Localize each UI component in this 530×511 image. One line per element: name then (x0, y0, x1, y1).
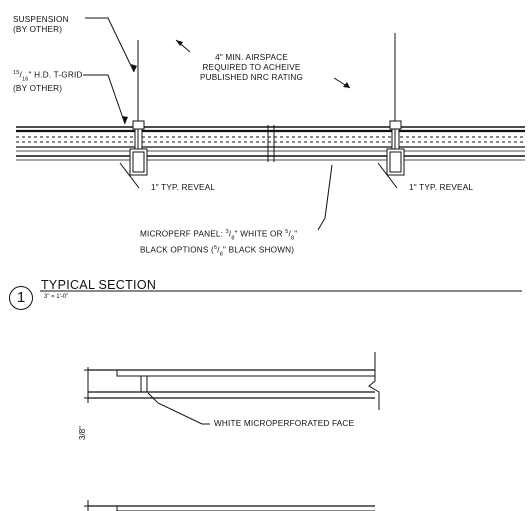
panel-edge-detail (84, 352, 380, 511)
tgrid-left (129, 120, 148, 176)
section-title: TYPICAL SECTION (41, 278, 157, 292)
tgrid-label: 15/16" H.D. T-GRID (BY OTHER) (13, 70, 83, 94)
reveal-label-right: 1" TYP. REVEAL (409, 183, 474, 192)
reveal-label-left: 1" TYP. REVEAL (151, 183, 216, 192)
suspension-label: SUSPENSION (BY OTHER) (13, 15, 69, 34)
section-scale: 3" = 1'-0" (44, 294, 69, 300)
section-number-bubble: 1 (9, 286, 33, 310)
white-face-label: WHITE MICROPERFORATED FACE (214, 419, 355, 428)
ceiling-panel-assembly (16, 126, 525, 161)
microperf-panel-label: MICROPERF PANEL: 3/8" WHITE OR 5/8" BLAC… (140, 229, 298, 258)
tgrid-right (386, 120, 405, 176)
thickness-dimension: 3/8" (78, 426, 87, 440)
airspace-label: 4" MIN. AIRSPACE REQUIRED TO ACHEIVE PUB… (200, 53, 304, 82)
